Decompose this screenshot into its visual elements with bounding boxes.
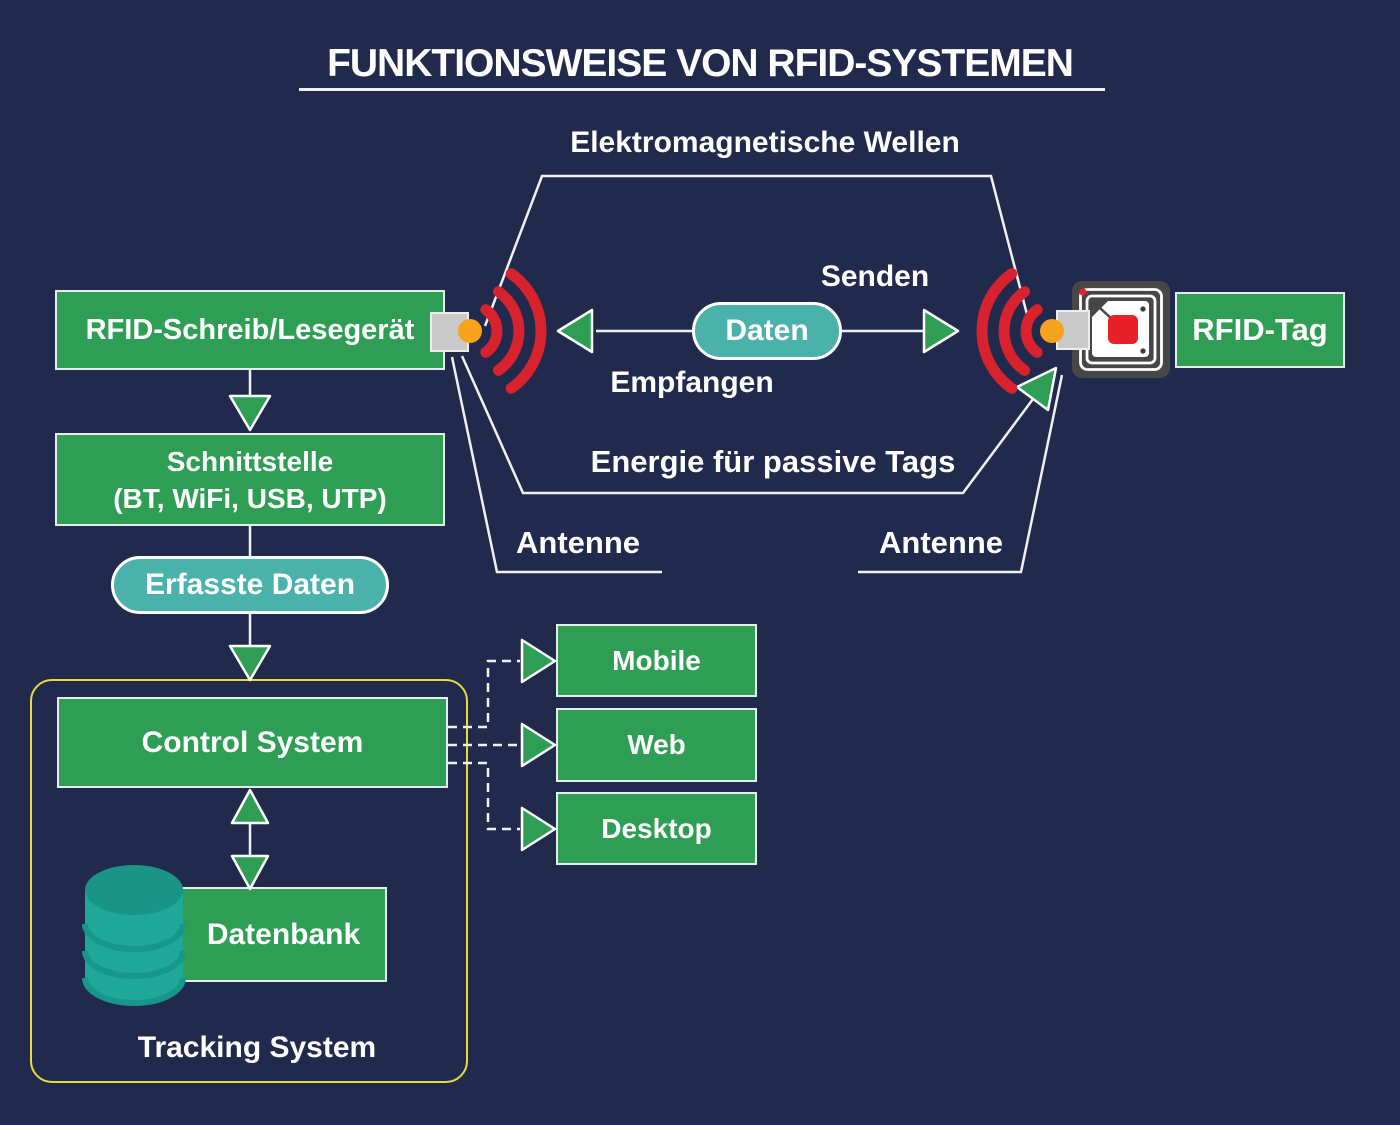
interface-node-line2: (BT, WiFi, USB, UTP): [113, 482, 387, 514]
tracking-system-label: Tracking System: [137, 1031, 377, 1064]
client-node-web: Web: [556, 708, 757, 782]
interface-node-line1: Schnittstelle: [166, 445, 334, 477]
arrow-to-mobile: [520, 638, 557, 684]
title-underline: [299, 88, 1105, 91]
captured-data-pill: Erfasste Daten: [111, 556, 389, 614]
database-node: Datenbank: [180, 887, 387, 982]
client-node-desktop: Desktop: [556, 792, 757, 865]
rfid-chip-icon: [1072, 281, 1170, 378]
tag-antenna-icon: [1040, 310, 1090, 350]
label-send: Senden: [820, 260, 930, 293]
reader-node: RFID-Schreib/Lesegerät: [55, 290, 445, 370]
arrow-to-web: [520, 722, 557, 768]
reader-radio-waves-icon: [480, 268, 547, 394]
interface-node: Schnittstelle (BT, WiFi, USB, UTP): [55, 433, 445, 526]
arrow-data-to-reader: [556, 308, 692, 354]
label-energy-passive-tags: Energie für passive Tags: [590, 444, 956, 479]
label-electromagnetic-waves: Elektromagnetische Wellen: [570, 126, 960, 159]
arrow-to-desktop: [520, 806, 557, 852]
page-title: FUNKTIONSWEISE VON RFID-SYSTEMEN: [327, 42, 1074, 85]
rfid-tag-node: RFID-Tag: [1175, 292, 1345, 368]
tag-radio-waves-icon: [976, 268, 1043, 394]
arrow-captured-to-control: [228, 614, 272, 682]
data-pill: Daten: [692, 302, 842, 360]
arrow-data-to-tag: [842, 308, 960, 354]
client-node-mobile: Mobile: [556, 624, 757, 697]
label-antenna-right: Antenne: [879, 525, 1003, 560]
label-receive: Empfangen: [610, 366, 774, 399]
arrow-reader-to-interface: [228, 370, 272, 432]
control-system-node: Control System: [57, 697, 448, 788]
label-antenna-left: Antenne: [516, 525, 640, 560]
